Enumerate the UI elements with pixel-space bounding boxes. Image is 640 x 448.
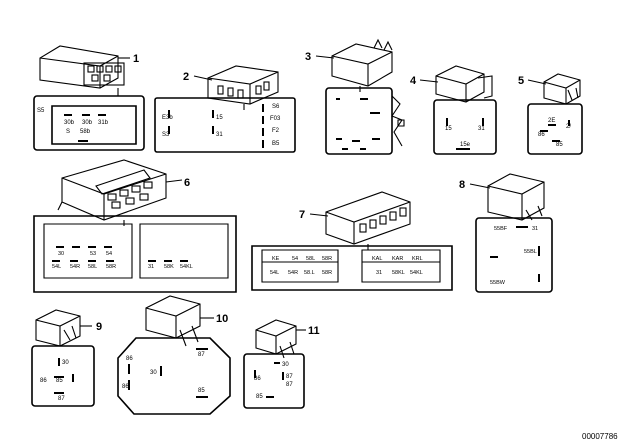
pin-label: 54 <box>106 251 112 257</box>
pin-label: 30b <box>64 120 75 126</box>
pin-label: 58KL <box>392 270 405 276</box>
part-number-8: 8 <box>459 179 465 191</box>
pin-label: 15 <box>216 115 223 121</box>
pin-label: KRL <box>412 256 423 262</box>
part-3: 3 <box>305 38 405 155</box>
pin-label: KE <box>272 256 280 262</box>
pin-label: 85 <box>56 378 63 384</box>
part-number-6: 6 <box>184 177 190 189</box>
pin-label: 86 <box>40 378 47 384</box>
part-number-9: 9 <box>96 321 102 333</box>
pin-label: B5 <box>272 141 280 147</box>
part-number-10: 10 <box>216 313 228 325</box>
part-number-1: 1 <box>133 53 139 65</box>
part-number-4: 4 <box>410 75 417 87</box>
part-1: 1 S5 30b 30b 31b 58b S <box>33 45 145 151</box>
pin-label: 87 <box>286 382 293 388</box>
pin-label: 58K <box>164 264 174 270</box>
pin-label: 58R <box>322 270 332 276</box>
pin-label: 54L <box>52 264 61 270</box>
part-11: 11 30 86 87 87 85 <box>243 319 320 409</box>
pin-label: 54R <box>70 264 80 270</box>
pin-label: 87 <box>198 352 205 358</box>
part-number-2: 2 <box>183 71 189 83</box>
pin-label: 58L <box>88 264 97 270</box>
pin-label: 2E <box>548 118 555 124</box>
part-number-11: 11 <box>308 325 320 337</box>
pin-label: 87 <box>58 396 65 402</box>
pin-label: 31 <box>532 226 538 232</box>
pin-label: 58R <box>322 256 332 262</box>
pin-label: 58R <box>106 264 116 270</box>
pin-label: 54KL <box>180 264 193 270</box>
pin-label: 30 <box>58 251 64 257</box>
part-number-3: 3 <box>305 51 311 63</box>
part-10: 10 86 87 30 86 85 <box>117 295 231 415</box>
pin-label: 15e <box>460 142 471 148</box>
pin-label: 31 <box>478 126 485 132</box>
pin-label: F2 <box>272 128 280 134</box>
pin-label: 55BW <box>490 280 506 286</box>
pin-label: 87 <box>286 374 293 380</box>
pin-label: 54KL <box>410 270 423 276</box>
pin-label: 85 <box>198 388 205 394</box>
part-8: 8 55BF 31 55BL 55BW <box>459 173 553 293</box>
part-2: 2 E3b S3 15 31 S6 F03 F2 B5 <box>154 65 296 153</box>
part-7: 7 KE 54 58L 58R 54L 54R 58.L 58R KAL KAR… <box>251 191 453 291</box>
document-code: 00007786 <box>582 432 618 441</box>
pin-label: 54R <box>288 270 298 276</box>
pin-label: 30 <box>150 370 157 376</box>
pin-label: 31 <box>148 264 154 270</box>
pin-label: 85 <box>556 142 563 148</box>
pin-label: KAR <box>392 256 403 262</box>
pin-label: KAL <box>372 256 382 262</box>
pin-label: S5 <box>37 108 45 114</box>
pin-label: E3b <box>162 115 173 121</box>
pin-label: 86 <box>122 384 129 390</box>
pin-label: 58b <box>80 129 91 135</box>
part-6: 6 30 53 54 54L 54R 58L 58R 31 58K 54KL <box>33 159 237 293</box>
pin-label: 86 <box>254 376 261 382</box>
pin-label: 30b <box>82 120 93 126</box>
part-9: 9 30 85 87 86 <box>31 309 102 407</box>
pin-label: 31 <box>376 270 382 276</box>
pin-label: S6 <box>272 104 280 110</box>
part-5: 5 2E 2/ 86 85 <box>518 73 583 155</box>
part-number-5: 5 <box>518 75 524 87</box>
part-number-7: 7 <box>299 209 305 221</box>
pin-label: S <box>66 129 70 135</box>
pin-label: 54L <box>270 270 279 276</box>
pin-label: 53 <box>90 251 96 257</box>
pin-label: 31b <box>98 120 109 126</box>
pin-label: 30 <box>62 360 69 366</box>
part-4: 4 15 31 15e <box>410 65 497 155</box>
pin-label: 55BF <box>494 226 508 232</box>
pin-label: F03 <box>270 116 281 122</box>
pin-label: 54 <box>292 256 298 262</box>
pin-label: 30 <box>282 362 289 368</box>
pin-label: 15 <box>445 126 452 132</box>
pin-label: 86 <box>126 356 133 362</box>
pin-label: 55BL <box>524 249 537 255</box>
pin-label: 2/ <box>566 124 571 130</box>
pin-label: 86 <box>538 132 545 138</box>
pin-label: 58L <box>306 256 315 262</box>
pin-label: 31 <box>216 132 223 138</box>
pin-label: S3 <box>162 132 170 138</box>
pin-label: 58.L <box>304 270 315 276</box>
pin-label: 85 <box>256 394 263 400</box>
